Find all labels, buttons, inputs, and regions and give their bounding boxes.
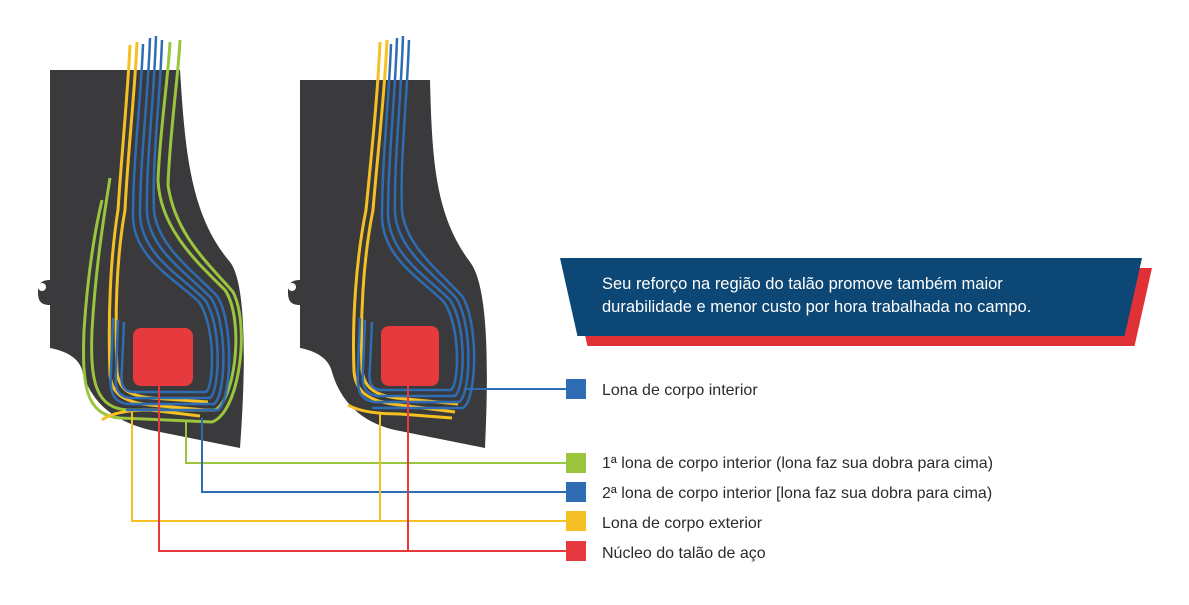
leader-green bbox=[185, 420, 566, 464]
legend-swatch-bead-core bbox=[566, 541, 586, 561]
leader-red bbox=[158, 386, 566, 552]
legend-label-interior: Lona de corpo interior bbox=[602, 382, 758, 399]
legend-swatch-interior bbox=[566, 379, 586, 399]
legend-swatch-first-inner bbox=[566, 453, 586, 473]
info-callout: Seu reforço na região do talão promove t… bbox=[560, 258, 1152, 346]
legend-label-first-inner: 1ª lona de corpo interior (lona faz sua … bbox=[602, 455, 994, 472]
bead-section-right bbox=[288, 35, 487, 448]
legend-label-exterior: Lona de corpo exterior bbox=[602, 515, 763, 532]
blue-ply-left-1 bbox=[114, 37, 219, 400]
notch-left bbox=[38, 283, 46, 291]
notch-right bbox=[288, 283, 296, 291]
callout-text: Seu reforço na região do talão promove t… bbox=[602, 273, 1112, 319]
leader-yellow bbox=[131, 412, 566, 522]
yellow-ply-left-a bbox=[107, 44, 206, 412]
blue-ply-left-3 bbox=[126, 39, 231, 412]
bead-core-right bbox=[381, 326, 439, 386]
blue-ply-right-2 bbox=[356, 35, 470, 404]
callout-line-2: durabilidade e menor custo por hora trab… bbox=[602, 298, 1032, 316]
callout-box bbox=[560, 258, 1142, 336]
green-ply-left-b bbox=[82, 39, 243, 424]
bead-core-left bbox=[133, 328, 193, 386]
legend-label-bead-core: Núcleo do talão de aço bbox=[602, 545, 766, 562]
leader-blue bbox=[201, 418, 566, 493]
green-ply-left-a bbox=[90, 41, 238, 412]
legend-label-second-inner: 2ª lona de corpo interior [lona faz sua … bbox=[602, 485, 993, 502]
yellow-ply-right-b bbox=[359, 39, 459, 406]
blue-ply-right-4 bbox=[368, 43, 459, 392]
blue-ply-right-1 bbox=[361, 37, 464, 398]
yellow-ply-right-c bbox=[347, 403, 453, 420]
yellow-ply-right-a bbox=[352, 41, 456, 414]
callout-line-1: Seu reforço na região do talão promove t… bbox=[602, 275, 1003, 293]
legend-swatch-exterior bbox=[566, 511, 586, 531]
leader-lines bbox=[131, 386, 566, 552]
blue-ply-left-2 bbox=[109, 35, 225, 406]
bead-section-left bbox=[38, 35, 244, 448]
legend-swatch-second-inner bbox=[566, 482, 586, 502]
blue-ply-right-3 bbox=[372, 39, 476, 410]
blue-ply-left-4 bbox=[120, 43, 214, 394]
